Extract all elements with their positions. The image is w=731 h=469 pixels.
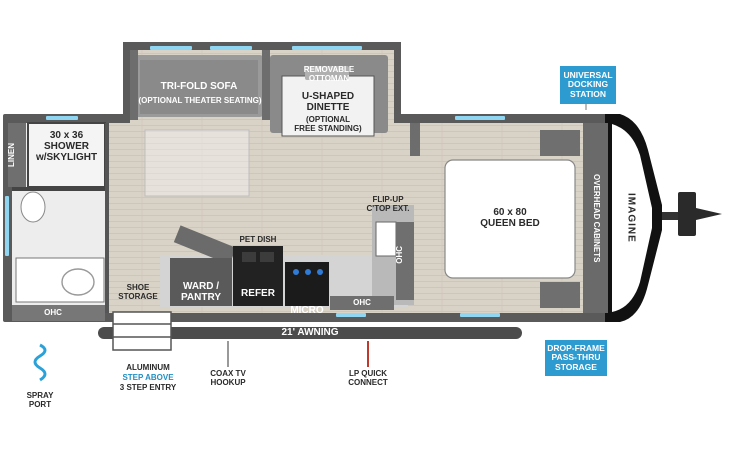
sofa-label: TRI-FOLD SOFA (160, 81, 238, 92)
windows (5, 46, 505, 317)
entry-steps (112, 311, 172, 351)
entry-line2-label: STEP ABOVE (122, 373, 174, 382)
flip-up-label: FLIP-UP C'TOP EXT. (366, 195, 410, 213)
micro-label: MICRO (290, 305, 324, 316)
awning-label: 21' AWNING (281, 327, 339, 338)
ohc-kitchen-side-label: OHC (395, 246, 404, 264)
ohc-bath-label: OHC (44, 308, 62, 317)
ohc-kitchen-bottom-label: OHC (353, 298, 371, 307)
sofa-slide (130, 50, 388, 197)
ward-pantry-label: WARD / PANTRY (181, 281, 221, 303)
linen-label: LINEN (7, 143, 16, 167)
dinette-label: U-SHAPED DINETTE (301, 91, 355, 113)
universal-docking-callout: UNIVERSAL DOCKING STATION (560, 66, 616, 104)
entry-line1-label: ALUMINUM (126, 363, 170, 372)
entry-line3-label: 3 STEP ENTRY (119, 383, 177, 392)
overhead-cabinets-label: OVERHEAD CABINETS (591, 173, 601, 263)
sofa-option-label: (OPTIONAL THEATER SEATING) (138, 96, 262, 105)
pet-dish-label: PET DISH (239, 235, 277, 244)
refer-label: REFER (241, 288, 275, 299)
kitchen (160, 205, 414, 310)
hitch (662, 192, 722, 236)
spray-port-label: SPRAY PORT (26, 391, 54, 409)
dinette-option-label: (OPTIONAL FREE STANDING) (294, 115, 362, 133)
bed-label: 60 x 80 QUEEN BED (480, 207, 540, 229)
lp-quick-label: LP QUICK CONNECT (348, 369, 388, 387)
hookup-leaders (33, 104, 587, 382)
bathroom (8, 122, 109, 321)
ottoman-label: REMOVABLE OTTOMAN (303, 65, 355, 83)
drop-frame-callout: DROP-FRAME PASS-THRU STORAGE (545, 340, 607, 376)
bedroom (410, 123, 608, 313)
shower-label: 30 x 36 SHOWER w/SKYLIGHT (35, 130, 98, 163)
coax-label: COAX TV HOOKUP (210, 369, 246, 387)
awning-bar (98, 327, 522, 339)
shoe-storage-label: SHOE STORAGE (118, 283, 158, 301)
brand-logo: IMAGINE (625, 193, 637, 243)
